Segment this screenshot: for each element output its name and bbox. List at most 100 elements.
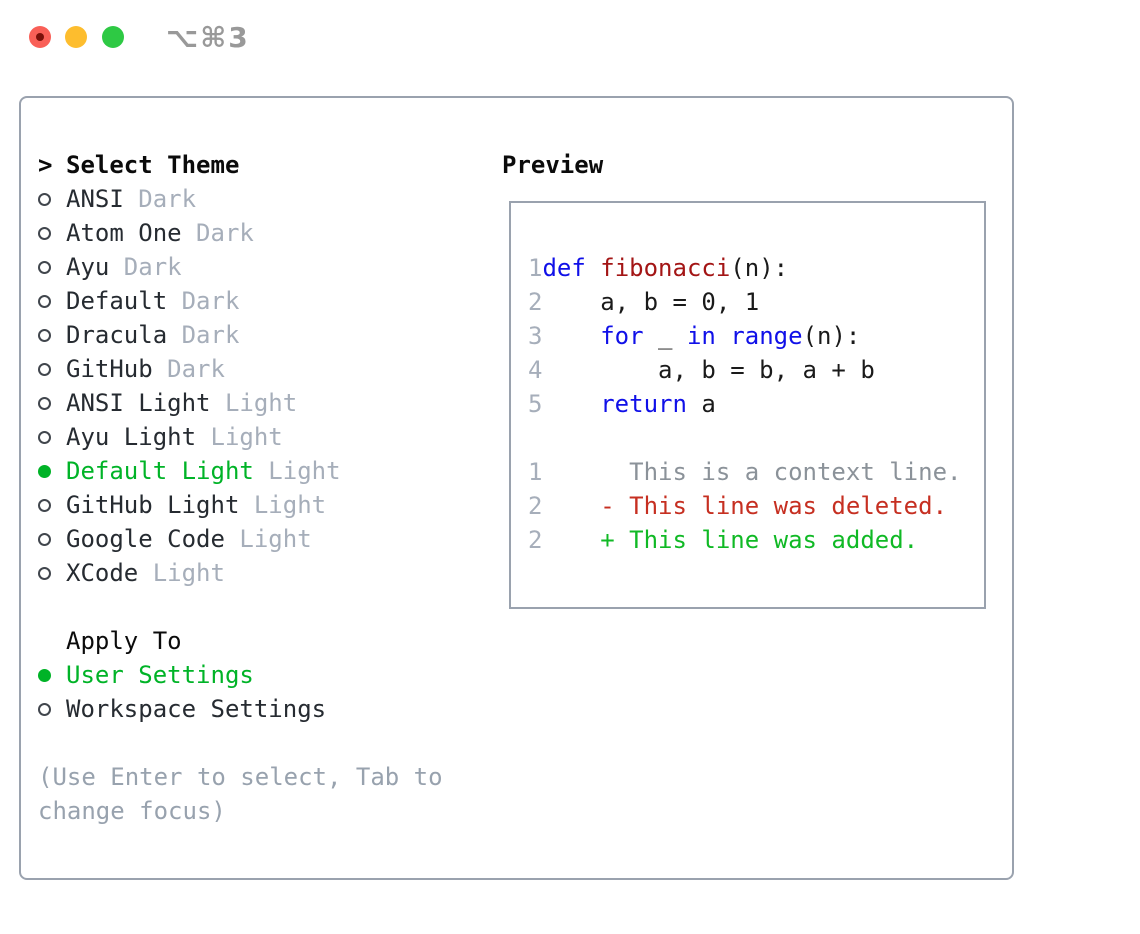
radio-unselected-icon: [38, 430, 51, 444]
diff-line-deleted: 2 - This line was deleted.: [528, 489, 961, 523]
code-line: 1def fibonacci(n):: [528, 251, 961, 285]
radio-unselected-icon: [38, 498, 51, 512]
radio-marker-box: [38, 668, 66, 682]
radio-marker-box: [38, 430, 66, 444]
theme-option-github-light[interactable]: GitHub Light Light: [38, 488, 457, 522]
radio-unselected-icon: [38, 328, 51, 342]
theme-variant: Dark: [109, 253, 182, 281]
radio-marker-box: [38, 702, 66, 716]
theme-option-google-code[interactable]: Google Code Light: [38, 522, 457, 556]
theme-option-ayu-light[interactable]: Ayu Light Light: [38, 420, 457, 454]
radio-unselected-icon: [38, 226, 51, 240]
theme-name: ANSI: [66, 185, 124, 213]
line-number: 1: [528, 254, 543, 282]
radio-marker-box: [38, 294, 66, 308]
line-number: 2: [528, 526, 543, 554]
blank-line: [528, 421, 961, 455]
line-number: 4: [528, 356, 543, 384]
radio-marker-box: [38, 192, 66, 206]
theme-variant: Dark: [123, 185, 197, 213]
theme-variant: Light: [196, 423, 283, 451]
line-number: 3: [528, 322, 543, 350]
titlebar: ⌥⌘3: [0, 0, 1140, 76]
theme-option-default-light[interactable]: Default Light Light: [38, 454, 457, 488]
code-segment: (n):: [730, 254, 789, 282]
code-segment: return: [600, 390, 687, 418]
code-segment: [542, 322, 600, 350]
select-theme-header-label: Select Theme: [66, 151, 240, 179]
theme-variant: Light: [138, 559, 225, 587]
cursor-arrow-icon: >: [38, 151, 53, 179]
diff-text: - This line was deleted.: [542, 492, 948, 520]
radio-unselected-icon: [38, 702, 51, 716]
apply-to-header-label: Apply To: [66, 627, 182, 655]
theme-option-ayu[interactable]: Ayu Dark: [38, 250, 457, 284]
diff-line-added: 2 + This line was added.: [528, 523, 961, 557]
theme-variant: Light: [253, 457, 341, 485]
radio-marker-box: [38, 362, 66, 376]
code-line: 3 for _ in range(n):: [528, 319, 961, 353]
window-title: ⌥⌘3: [166, 21, 250, 54]
line-number: 1: [528, 458, 543, 486]
radio-unselected-icon: [38, 294, 51, 308]
apply-option-label: User Settings: [66, 661, 254, 689]
theme-option-xcode[interactable]: XCode Light: [38, 556, 457, 590]
apply-option-label: Workspace Settings: [66, 695, 327, 723]
radio-unselected-icon: [38, 566, 51, 580]
minimize-button[interactable]: [65, 26, 87, 48]
code-segment: [586, 254, 600, 282]
theme-variant: Light: [239, 491, 327, 519]
theme-option-atom-one[interactable]: Atom One Dark: [38, 216, 457, 250]
code-segment: a: [686, 390, 716, 418]
apply-option-user-settings[interactable]: User Settings: [38, 658, 457, 692]
theme-name: ANSI Light: [66, 389, 211, 417]
theme-option-github[interactable]: GitHub Dark: [38, 352, 457, 386]
preview-header: Preview: [502, 151, 604, 179]
theme-name: Default Light: [66, 457, 254, 485]
apply-option-workspace-settings[interactable]: Workspace Settings: [38, 692, 457, 726]
theme-name: Atom One: [66, 219, 182, 247]
code-segment: [542, 390, 600, 418]
zoom-button[interactable]: [102, 26, 124, 48]
code-segment: (n):: [802, 322, 861, 350]
theme-name: Ayu Light: [66, 423, 197, 451]
code-segment: [716, 322, 730, 350]
theme-variant: Dark: [181, 219, 254, 247]
theme-option-ansi[interactable]: ANSI Dark: [38, 182, 457, 216]
help-text: (Use Enter to select, Tab to change focu…: [38, 763, 458, 825]
theme-option-dracula[interactable]: Dracula Dark: [38, 318, 457, 352]
theme-variant: Light: [224, 525, 312, 553]
radio-marker-box: [38, 396, 66, 410]
line-number: 2: [528, 288, 543, 316]
code-segment: for: [600, 322, 644, 350]
theme-option-default[interactable]: Default Dark: [38, 284, 457, 318]
radio-unselected-icon: [38, 260, 51, 274]
code-line: 5 return a: [528, 387, 961, 421]
radio-unselected-icon: [38, 192, 51, 206]
line-number: 2: [528, 492, 543, 520]
code-segment: def: [542, 254, 586, 282]
theme-name: Default: [66, 287, 168, 315]
theme-name: XCode: [66, 559, 139, 587]
select-theme-header: > Select Theme: [38, 148, 457, 182]
diff-line-context: 1 This is a context line.: [528, 455, 961, 489]
radio-marker-box: [38, 566, 66, 580]
code-line: 2 a, b = 0, 1: [528, 285, 961, 319]
theme-option-ansi-light[interactable]: ANSI Light Light: [38, 386, 457, 420]
radio-marker-box: [38, 260, 66, 274]
theme-name: Dracula: [66, 321, 168, 349]
radio-marker-box: [38, 464, 66, 478]
theme-name: GitHub Light: [66, 491, 240, 519]
code-segment: a, b = b, a + b: [542, 356, 875, 384]
code-segment: fibonacci: [600, 254, 731, 282]
close-button[interactable]: [29, 26, 51, 48]
theme-variant: Dark: [167, 287, 240, 315]
code-line: 4 a, b = b, a + b: [528, 353, 961, 387]
radio-unselected-icon: [38, 396, 51, 410]
diff-text: + This line was added.: [542, 526, 919, 554]
radio-unselected-icon: [38, 362, 51, 376]
